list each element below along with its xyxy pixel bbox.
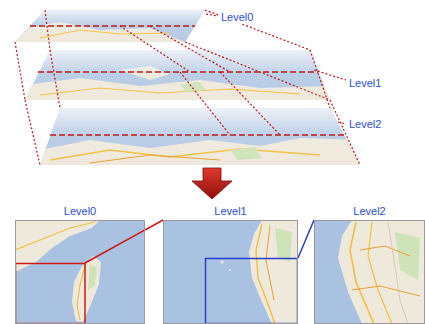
map-panel: Level1 <box>163 204 298 324</box>
map-tile <box>314 220 425 324</box>
map-tile <box>163 220 298 324</box>
zoom-line <box>298 220 314 258</box>
down-arrow <box>192 168 232 199</box>
plane-sea <box>25 50 330 100</box>
tile-plane <box>25 50 330 100</box>
panel-border <box>163 220 298 324</box>
tile-plane <box>40 108 360 165</box>
plane-sea <box>40 108 360 165</box>
level-heading: Level2 <box>314 204 425 218</box>
map-panel: Level2 <box>314 204 425 324</box>
zoom-line <box>145 220 163 230</box>
panel-border <box>314 220 425 324</box>
level-label: Level1 <box>348 76 382 90</box>
panel-border <box>15 220 145 324</box>
level-heading: Level1 <box>163 204 298 218</box>
projection-line <box>15 10 360 165</box>
map-panel: Level0 <box>15 204 145 324</box>
plane-sea <box>15 10 205 42</box>
level-heading: Level0 <box>15 204 145 218</box>
map-tile <box>15 220 145 324</box>
level-label: Level0 <box>220 10 254 24</box>
tile-plane <box>15 10 205 42</box>
level-label: Level2 <box>348 117 382 131</box>
